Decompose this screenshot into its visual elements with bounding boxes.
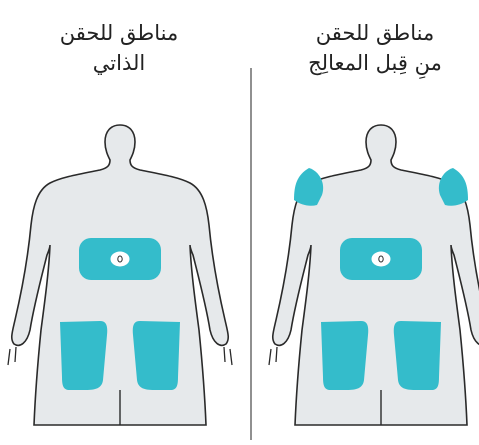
left-thigh-injection-site bbox=[321, 321, 368, 390]
left-thigh-injection-site bbox=[60, 321, 107, 390]
right-thigh-injection-site bbox=[133, 321, 180, 390]
self-injection-figure bbox=[8, 125, 232, 425]
right-upper-arm-injection-site bbox=[439, 168, 468, 206]
navel-icon bbox=[111, 252, 130, 267]
right-thigh-injection-site bbox=[394, 321, 441, 390]
left-upper-arm-injection-site bbox=[294, 168, 323, 206]
caregiver-injection-figure bbox=[269, 125, 479, 425]
navel-icon bbox=[372, 252, 391, 267]
